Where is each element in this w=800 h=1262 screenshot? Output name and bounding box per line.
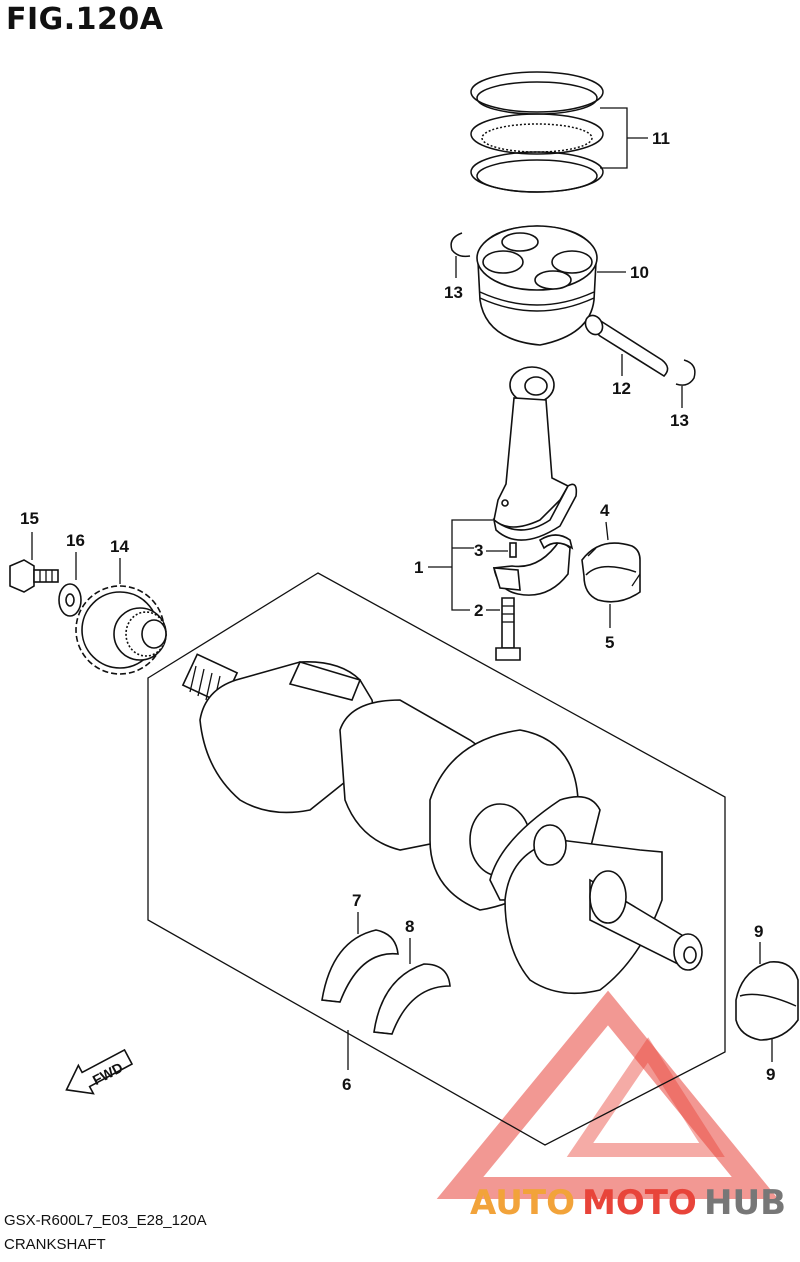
callout-7: 7 [352,891,361,910]
callout-8: 8 [405,917,414,936]
piston-rings [470,71,604,193]
connecting-rod-cap [492,534,574,596]
callout-5: 5 [605,633,614,652]
callout-9a: 9 [754,922,763,941]
svg-text:AUTO: AUTO [470,1183,575,1223]
piston-pin [584,314,669,378]
callout-9b: 9 [766,1065,775,1084]
callouts: 11 10 13 12 13 4 1 3 2 5 15 16 14 7 8 9 … [20,129,775,1094]
crankshaft-box [147,572,726,1146]
callout-3: 3 [474,541,483,560]
callout-6: 6 [342,1075,351,1094]
rod-bearing [581,542,641,603]
washer [58,583,82,617]
callout-12: 12 [612,379,631,398]
callout-10: 10 [630,263,649,282]
thrust-bearing-8 [373,963,451,1035]
connecting-rod [492,366,578,541]
watermark-text: AUTO MOTO HUB [470,1183,786,1223]
crankshaft [181,653,703,995]
forward-arrow [65,1048,134,1095]
rod-bolt [495,597,521,661]
circlip-right [675,359,696,386]
pin [509,542,517,558]
figure-name: CRANKSHAFT [4,1236,106,1253]
main-bearing [735,961,799,1041]
callout-14: 14 [110,537,129,556]
circlip-left [450,232,471,258]
sprocket-bolt [9,559,59,593]
callout-11: 11 [652,129,670,148]
callout-2: 2 [474,601,483,620]
callout-13a: 13 [444,283,463,302]
piston [476,225,598,346]
callout-4: 4 [600,501,610,520]
svg-text:HUB: HUB [704,1183,786,1223]
callout-13b: 13 [670,411,689,430]
thrust-bearing-7 [321,929,399,1003]
svg-text:MOTO: MOTO [582,1183,697,1223]
figure-code: GSX-R600L7_E03_E28_120A [4,1212,207,1229]
callout-15: 15 [20,509,39,528]
callout-16: 16 [66,531,85,550]
figure-title: FIG.120A [6,2,164,37]
watermark-logo [436,990,779,1199]
callout-1: 1 [414,558,423,577]
sprocket [75,585,167,675]
